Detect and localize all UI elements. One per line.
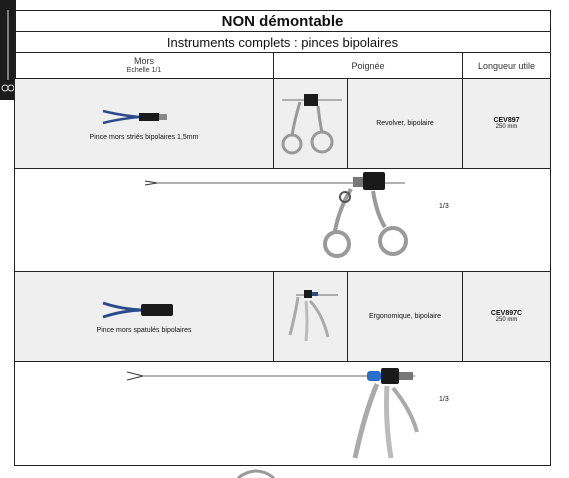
jaw-cell-2: Pince mors spatulés bipolaires <box>14 271 274 362</box>
revolver-handle-icon <box>281 93 342 154</box>
striated-jaw-icon <box>102 109 167 125</box>
scale-label-1: 1/3 <box>439 203 449 210</box>
reference-cell-2: CEV897C 250 mm <box>462 271 551 362</box>
table-subtitle: Instruments complets : pinces bipolaires <box>14 31 551 53</box>
reference-code-2: CEV897C <box>490 310 523 317</box>
ergonomic-handle-icon <box>288 289 338 341</box>
jaw-cell-1: Pince mors striés bipolaires 1,5mm <box>14 78 274 169</box>
jaw-caption-1: Pince mors striés bipolaires 1,5mm <box>89 134 199 141</box>
jaw-caption-2: Pince mors spatulés bipolaires <box>96 327 192 334</box>
header-mors-label: Mors <box>134 56 154 66</box>
reference-code-1: CEV897 <box>493 117 520 124</box>
catalog-table: NON démontable Instruments complets : pi… <box>14 10 551 466</box>
length-value-2: 250 mm <box>495 317 518 323</box>
handle-image-cell-1 <box>273 78 348 169</box>
ergonomic-instrument-icon <box>126 368 419 459</box>
full-instrument-cell-1: 1/3 <box>14 168 551 272</box>
spatula-jaw-icon <box>102 301 173 319</box>
reference-cell-1: CEV897 250 mm <box>462 78 551 169</box>
table-title: NON démontable <box>14 10 551 32</box>
side-strip <box>0 0 16 100</box>
handle-image-cell-2 <box>273 271 348 362</box>
header-mors: Mors Echelle 1/1 <box>14 52 274 79</box>
header-poignee: Poignée <box>273 52 463 79</box>
header-longueur: Longueur utile <box>462 52 551 79</box>
full-instrument-cell-2: 1/3 <box>14 361 551 466</box>
handle-label-1: Revolver, bipolaire <box>347 78 463 169</box>
handle-label-2: Ergonomique, bipolaire <box>347 271 463 362</box>
revolver-instrument-icon <box>144 172 408 258</box>
length-value-1: 250 mm <box>495 124 518 130</box>
scale-label-2: 1/3 <box>439 396 449 403</box>
header-mors-scale: Echelle 1/1 <box>126 67 162 74</box>
bottom-cropped-icon <box>237 469 275 478</box>
